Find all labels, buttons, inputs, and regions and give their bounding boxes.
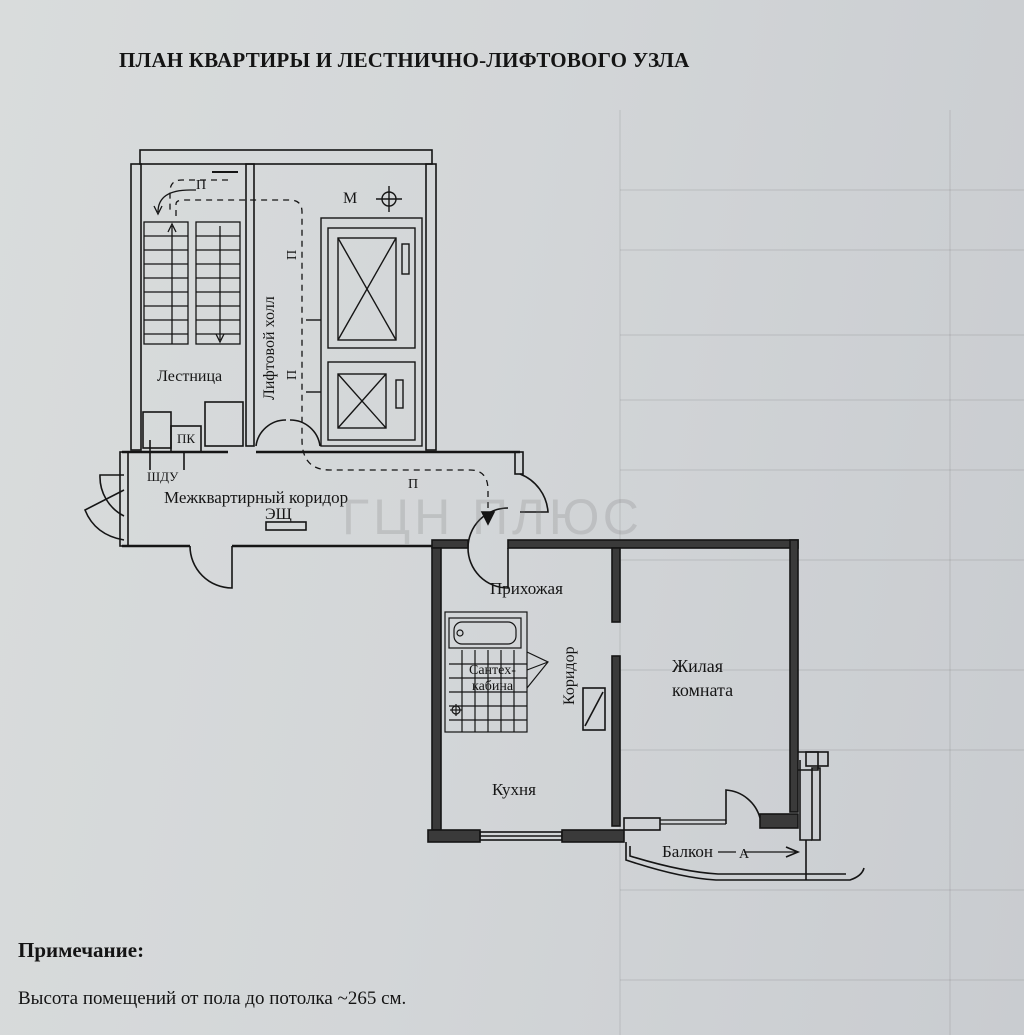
pk-cabinet-left — [142, 411, 172, 449]
corridor-door-arc-left — [99, 474, 125, 517]
label-kitchen: Кухня — [492, 780, 536, 799]
evacuation-route — [169, 179, 489, 512]
label-stairs: Лестница — [157, 368, 222, 385]
section-arrow — [785, 846, 801, 858]
m-symbol — [376, 186, 402, 212]
apt-right-wall — [789, 539, 799, 813]
label-p-corridor: П — [408, 477, 418, 492]
stairs-drawing — [143, 189, 241, 345]
vent-shaft — [582, 687, 606, 731]
label-living-1: Жилая — [672, 656, 723, 676]
apt-left-wall — [431, 547, 442, 831]
lift-shafts — [306, 217, 423, 447]
label-hallway: Прихожая — [490, 579, 563, 598]
balcony-door-arc — [725, 789, 761, 824]
facade-left — [427, 829, 481, 843]
bathroom-drawing — [444, 611, 549, 733]
core-right-wall — [425, 163, 437, 451]
facade-mid — [561, 829, 625, 843]
label-common-corridor: Межквартирный коридор — [164, 488, 348, 507]
eshch-box — [265, 521, 307, 531]
label-section-a: А — [739, 847, 750, 862]
label-bathroom-1: Сантех- — [469, 663, 516, 678]
core-left-wall — [130, 163, 142, 451]
page-title: ПЛАН КВАРТИРЫ И ЛЕСТНИЧНО-ЛИФТОВОГО УЗЛА — [119, 48, 690, 72]
label-eshch: ЭЩ — [265, 506, 292, 523]
utility-box — [204, 401, 244, 447]
corridor-right-wall — [514, 451, 524, 475]
ghost-table — [619, 110, 1024, 1035]
partition-lower — [611, 655, 621, 827]
note-text: Высота помещений от пола до потолка ~265… — [18, 988, 407, 1009]
facade-right — [759, 813, 799, 829]
label-p-top: П — [196, 178, 206, 193]
stair-hall-divider — [245, 163, 255, 447]
balcony-outline — [625, 842, 865, 881]
note-heading: Примечание: — [18, 938, 145, 962]
label-shdu: ШДУ — [147, 469, 179, 484]
label-bathroom-2: кабина — [472, 679, 514, 694]
label-corridor: Коридор — [561, 646, 578, 705]
label-pk: ПК — [177, 431, 195, 446]
hall-door-arc-2 — [289, 419, 321, 447]
label-lift-hall: Лифтовой холл — [261, 296, 278, 400]
corridor-door-arc-bottom — [189, 545, 233, 589]
balcony-door-frame — [623, 817, 661, 831]
hall-door-arc-1 — [255, 419, 287, 447]
watermark: ГЦН ПЛЮС — [342, 489, 643, 545]
corridor-left-wall — [119, 451, 129, 547]
label-living-2: комната — [672, 680, 733, 700]
entrance-door-arc — [467, 547, 509, 589]
partition-upper — [611, 547, 621, 623]
corridor-door-arc-right — [519, 473, 549, 513]
shdu-box — [150, 451, 185, 470]
label-p-right: П — [285, 250, 300, 260]
label-m: М — [343, 190, 357, 207]
label-balcony: Балкон — [662, 842, 713, 861]
core-top-wall — [139, 149, 433, 165]
label-p-mid: П — [285, 370, 300, 380]
